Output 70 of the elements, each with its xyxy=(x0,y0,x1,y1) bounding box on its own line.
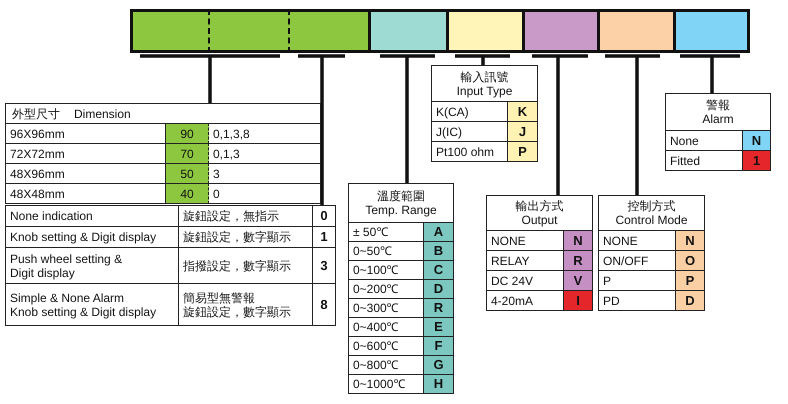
leader-line xyxy=(296,54,347,207)
option-text: 旋鈕設定，數字顯示 xyxy=(183,304,292,318)
table-heading: Input Type xyxy=(456,84,512,98)
leader-line xyxy=(530,54,590,197)
leader-line xyxy=(603,54,662,197)
table-heading: 溫度範圍 xyxy=(377,189,425,203)
code-letter: P xyxy=(507,141,538,162)
code-segment xyxy=(208,9,288,53)
option-text: 旋鈕設定，無指示 xyxy=(178,205,313,227)
table-heading: 輸出方式 xyxy=(516,199,564,213)
code-letter: N xyxy=(675,230,705,251)
code-segment xyxy=(446,9,522,53)
option-text: Simple & None Alarm xyxy=(10,290,126,304)
option-table xyxy=(431,65,537,161)
code-letter: 90 xyxy=(165,123,209,144)
code-letter: 0 xyxy=(312,205,336,227)
code-letter: P xyxy=(675,270,705,291)
table-heading: Dimension xyxy=(74,106,131,120)
option-text: 0 xyxy=(208,183,321,204)
code-letter: F xyxy=(423,336,454,356)
code-letter: I xyxy=(563,290,593,311)
code-segment xyxy=(597,9,673,53)
code-letter: 50 xyxy=(165,163,209,184)
code-letter: C xyxy=(423,260,454,280)
code-segment xyxy=(130,9,208,53)
code-letter: N xyxy=(563,230,593,251)
code-letter: D xyxy=(675,290,705,311)
option-text: Knob setting & Digit display xyxy=(10,304,158,318)
option-text: None indication xyxy=(5,205,179,227)
code-segment xyxy=(522,9,597,53)
code-letter: O xyxy=(675,250,705,271)
option-table xyxy=(348,183,453,393)
code-letter: 70 xyxy=(165,143,209,164)
code-letter: D xyxy=(423,279,454,299)
option-text: 48X48mm xyxy=(5,183,166,204)
code-letter: N xyxy=(742,130,771,151)
code-letter: A xyxy=(423,222,454,242)
table-heading: Alarm xyxy=(702,112,734,126)
table-heading: Temp. Range xyxy=(365,203,437,217)
table-heading: 外型尺寸 xyxy=(12,106,60,120)
code-letter: H xyxy=(423,374,454,394)
code-letter: R xyxy=(563,250,593,271)
leader-line xyxy=(138,54,282,105)
code-segment xyxy=(288,9,368,53)
code-letter: G xyxy=(423,355,454,375)
code-letter: R xyxy=(423,298,454,318)
code-segment xyxy=(673,9,750,53)
table-heading: Control Mode xyxy=(615,213,688,227)
code-letter: K xyxy=(507,101,538,122)
code-letter: B xyxy=(423,241,454,261)
code-segment xyxy=(368,9,446,53)
option-table xyxy=(665,93,770,170)
table-heading: 控制方式 xyxy=(628,199,676,213)
option-text: 簡易型無警報 xyxy=(183,290,255,304)
option-table xyxy=(486,195,592,310)
code-letter: E xyxy=(423,317,454,337)
leader-line xyxy=(678,54,742,95)
option-table xyxy=(5,103,320,203)
table-heading: Output xyxy=(521,213,558,227)
code-letter: 8 xyxy=(312,283,336,326)
table-heading: 輸入訊號 xyxy=(460,70,508,84)
option-table xyxy=(5,205,335,325)
table-heading: 警報 xyxy=(706,98,730,112)
leader-line xyxy=(453,54,512,67)
code-letter: 1 xyxy=(742,150,771,171)
code-letter: J xyxy=(507,121,538,142)
option-table xyxy=(598,195,704,310)
leader-line xyxy=(378,54,437,185)
code-letter: 40 xyxy=(165,183,209,204)
code-letter: V xyxy=(563,270,593,291)
